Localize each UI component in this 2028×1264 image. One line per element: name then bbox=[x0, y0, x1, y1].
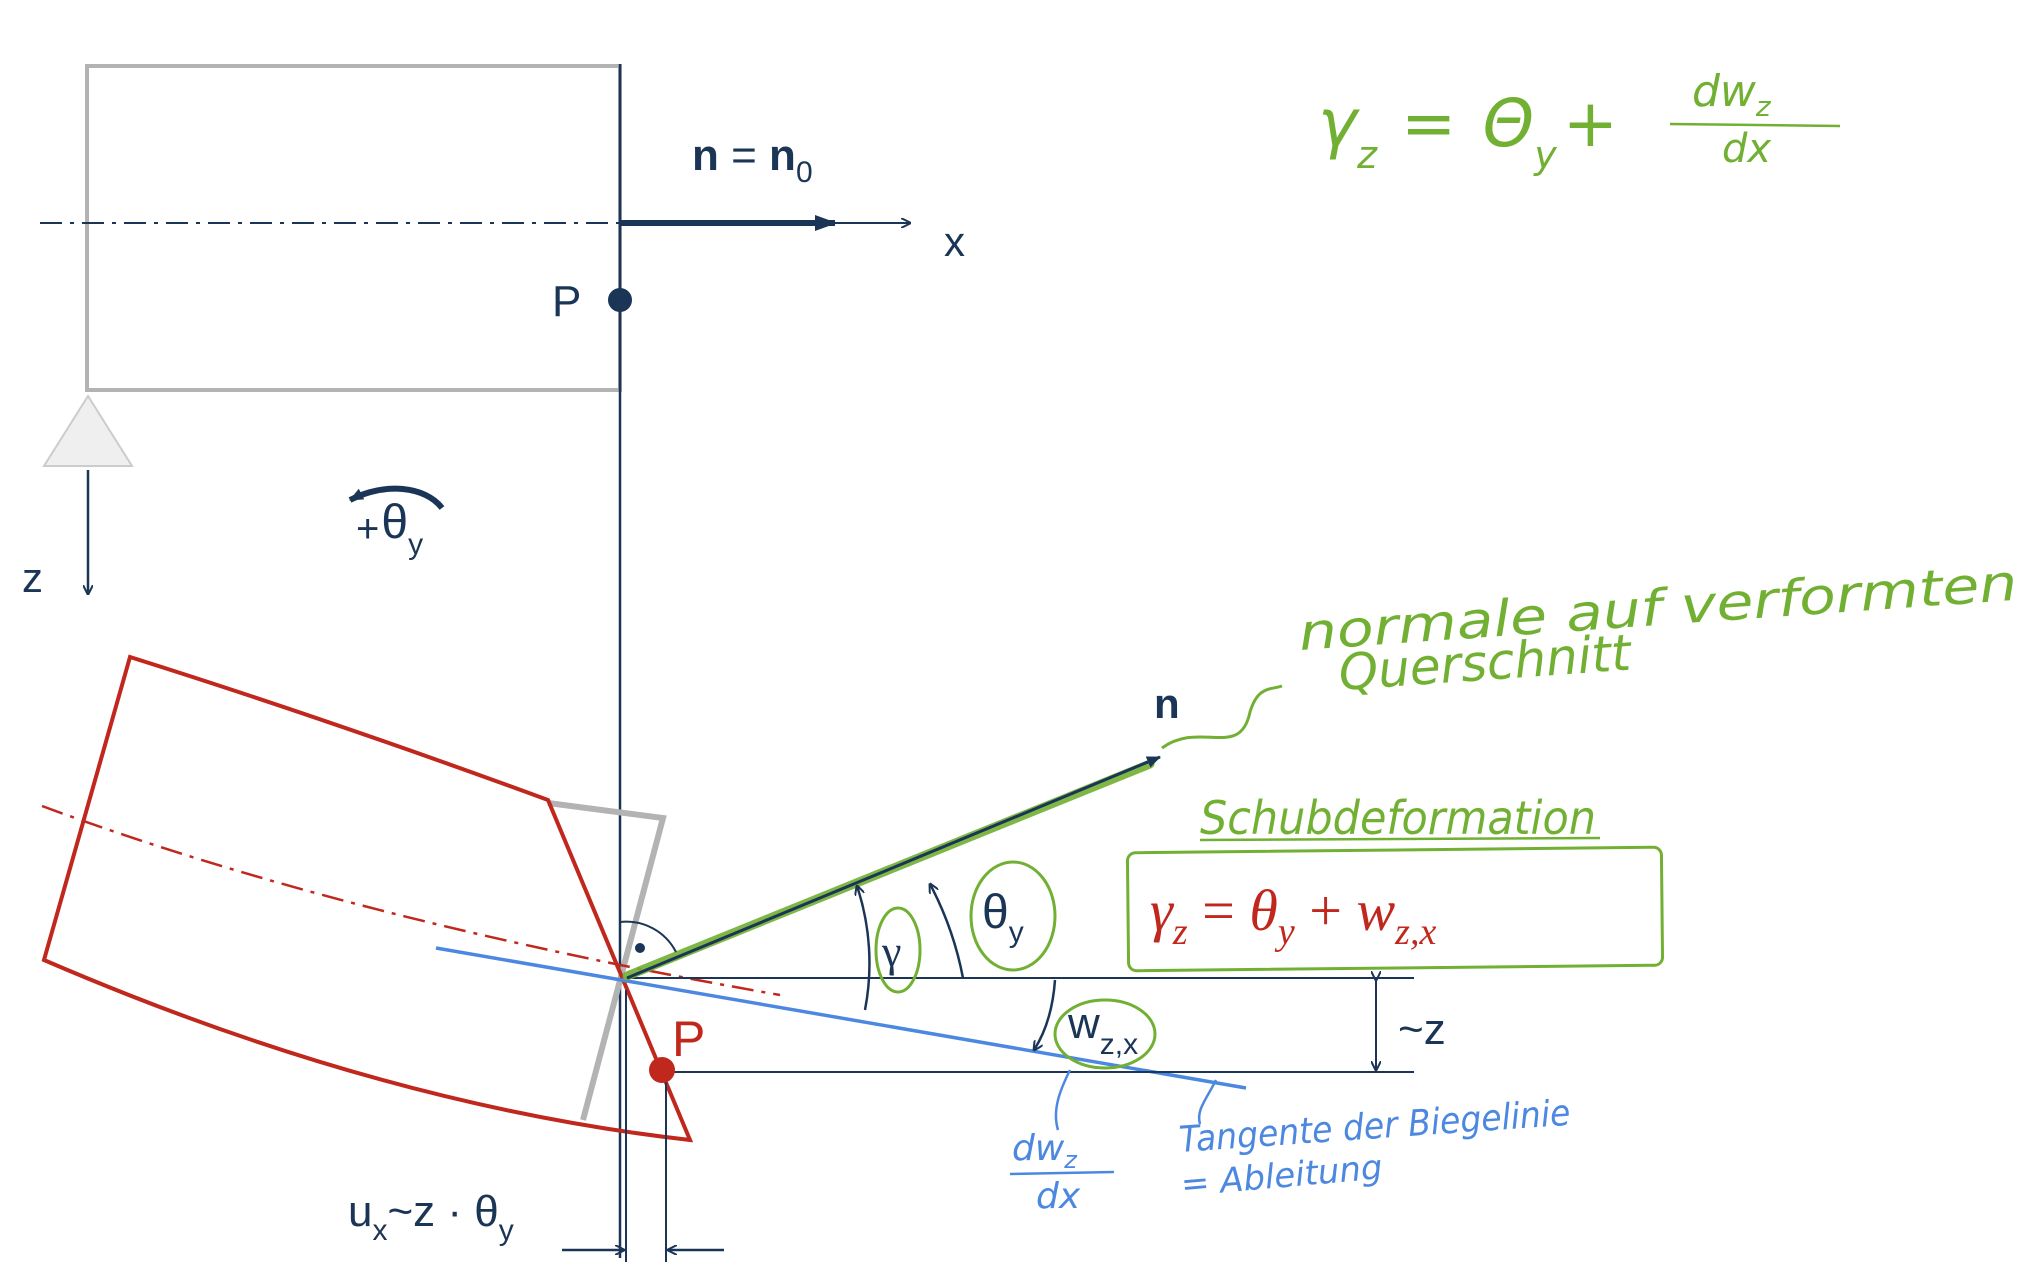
rotated-rigid-section-gray bbox=[547, 800, 667, 1121]
handwritten-dwz-numerator: dwz bbox=[1692, 66, 1772, 123]
schub-underline bbox=[1199, 836, 1601, 842]
deformed-normal-vector bbox=[626, 755, 1161, 980]
point-p-undeformed bbox=[608, 288, 632, 312]
ux-label: ux~z · θy bbox=[348, 1187, 514, 1247]
theta-y-label: θy bbox=[982, 886, 1024, 949]
support-triangle bbox=[42, 394, 134, 467]
wzx-angle-arc bbox=[1034, 979, 1057, 1050]
tangent-pointer-blue bbox=[1197, 1079, 1218, 1125]
theta-rotation-label: +θy bbox=[356, 496, 423, 561]
deformed-beam-outline bbox=[41, 654, 694, 1143]
gamma-label: γ bbox=[881, 927, 901, 976]
right-angle-arc bbox=[619, 920, 677, 953]
tangent-line-bending bbox=[435, 946, 1247, 1090]
right-angle-dot bbox=[635, 943, 645, 953]
normal-pointer-squiggle bbox=[1161, 684, 1283, 750]
w-zx-label: wz,x bbox=[1067, 999, 1138, 1061]
z-axis-label: z bbox=[22, 554, 43, 601]
point-p-deformed bbox=[649, 1057, 675, 1083]
point-p-top-label: P bbox=[552, 277, 581, 326]
x-axis-label: x bbox=[944, 218, 965, 265]
wzx-circle-green bbox=[1053, 998, 1157, 1070]
deformed-normal-label: n bbox=[1154, 680, 1180, 727]
handwritten-shear-equation: γz=Θy+ bbox=[1318, 85, 1618, 177]
handwritten-dx-denominator: dx bbox=[1722, 126, 1771, 172]
main-equation: γz = θy + wz,x bbox=[1150, 878, 1436, 953]
rotation-arrow-theta bbox=[348, 485, 445, 510]
undeformed-beam-outline bbox=[85, 64, 622, 392]
approx-z-label: ~z bbox=[1398, 1005, 1446, 1054]
note-schubdeformation: Schubdeformation bbox=[1200, 791, 1596, 845]
top-eq-fraction-bar bbox=[1669, 122, 1841, 128]
note-dwz-dx-denominator: dx bbox=[1036, 1176, 1081, 1217]
deformed-axis-dashdot bbox=[41, 804, 781, 997]
equation-box-green bbox=[1125, 845, 1665, 973]
dwz-fraction-bar bbox=[1009, 1170, 1115, 1176]
gamma-angle-arc bbox=[857, 886, 871, 1011]
theta-circle-green bbox=[969, 860, 1057, 972]
dwz-pointer-blue bbox=[1054, 1069, 1072, 1131]
point-p-bottom-label: P bbox=[672, 1011, 705, 1067]
n-equals-n0-label: n = n0 bbox=[692, 131, 813, 189]
gamma-circle-green bbox=[874, 906, 922, 994]
note-dwz-dx-numerator: dwz bbox=[1012, 1128, 1078, 1174]
theta-angle-arc bbox=[930, 884, 965, 979]
